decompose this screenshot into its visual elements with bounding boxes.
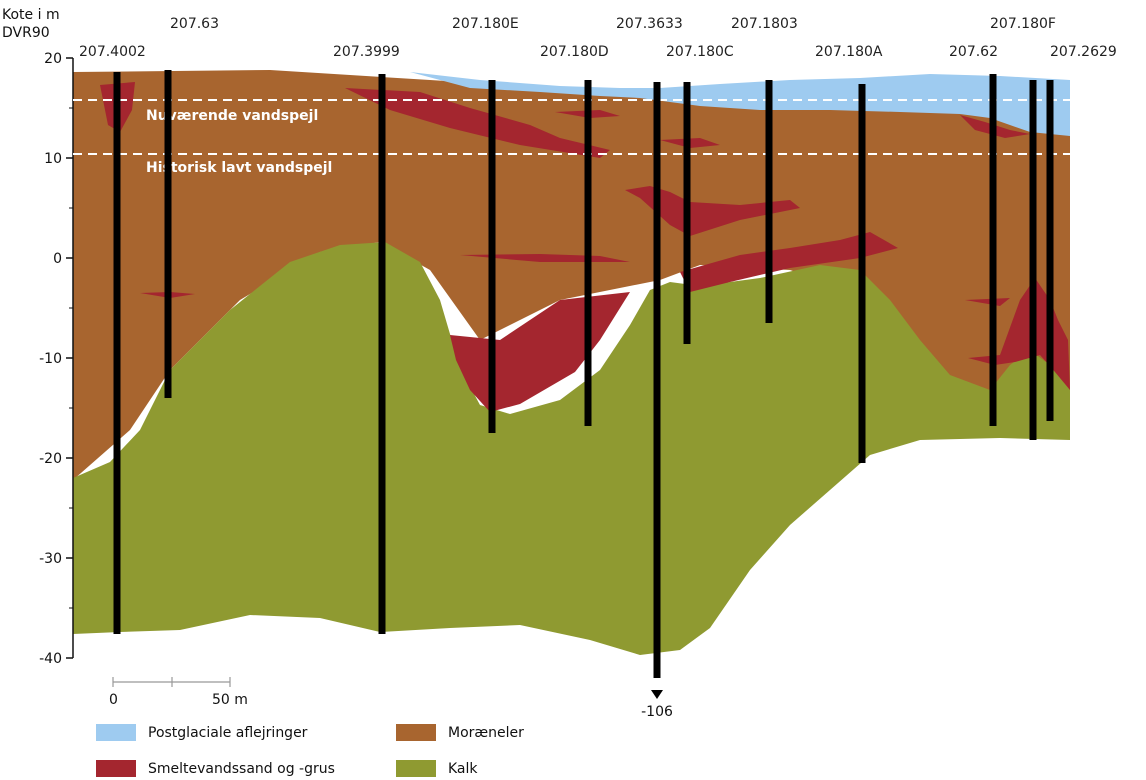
- borehole-label: 207.180F: [990, 16, 1056, 32]
- legend-swatch-postglacial: [96, 724, 136, 741]
- legend-item-meltwater: Smeltevandssand og -grus: [96, 760, 335, 777]
- legend-label: Smeltevandssand og -grus: [148, 760, 335, 777]
- borehole-labels: 207.4002 207.63 207.3999 207.180E 207.18…: [79, 16, 1117, 60]
- borehole-label: 207.63: [170, 16, 219, 32]
- borehole-label: 207.180C: [666, 44, 734, 60]
- chalk-layer: [73, 242, 1070, 655]
- scale-bar-end-label: 50 m: [212, 692, 248, 708]
- current-water-level-label: Nuværende vandspejl: [146, 108, 318, 124]
- axis-minor-ticks: [69, 107, 73, 609]
- legend-label: Moræneler: [448, 724, 524, 741]
- borehole-label: 207.4002: [79, 44, 146, 60]
- borehole-label: 207.62: [949, 44, 998, 60]
- legend-item-postglacial: Postglaciale aflejringer: [96, 724, 307, 741]
- scale-bar-start-label: 0: [109, 692, 118, 708]
- axis-tick-label: -20: [39, 451, 62, 467]
- axis-tick-label: 10: [44, 151, 62, 167]
- legend-swatch-moraine: [396, 724, 436, 741]
- legend-label: Kalk: [448, 760, 478, 777]
- legend-item-moraine: Moræneler: [396, 724, 524, 741]
- historic-water-level-label: Historisk lavt vandspejl: [146, 160, 332, 176]
- borehole-label: 207.2629: [1050, 44, 1117, 60]
- deep-borehole-depth-label: -106: [641, 704, 673, 720]
- borehole-label: 207.180E: [452, 16, 519, 32]
- postglacial-layer: [410, 72, 1070, 136]
- axis-tick-label: -40: [39, 651, 62, 667]
- borehole-label: 207.3633: [616, 16, 683, 32]
- borehole-label: 207.180D: [540, 44, 609, 60]
- axis-datum-label: DVR90: [2, 25, 50, 41]
- axis-ticks: 20 10 0 -10 -20 -30 -40: [39, 51, 73, 667]
- legend-swatch-meltwater: [96, 760, 136, 777]
- borehole-label: 207.3999: [333, 44, 400, 60]
- legend-label: Postglaciale aflejringer: [148, 724, 308, 741]
- borehole-label: 207.180A: [815, 44, 883, 60]
- axis-tick-label: 20: [44, 51, 62, 67]
- legend-item-chalk: Kalk: [396, 760, 478, 777]
- moraine-layer: [73, 70, 1070, 480]
- borehole-label: 207.1803: [731, 16, 798, 32]
- axis-tick-label: -30: [39, 551, 62, 567]
- deep-borehole-arrow: [651, 690, 663, 699]
- axis-tick-label: -10: [39, 351, 62, 367]
- legend: Postglaciale aflejringer Moræneler Smelt…: [96, 724, 616, 780]
- scale-bar: [112, 677, 231, 687]
- axis-unit-label: Kote i m: [2, 7, 60, 23]
- boreholes: [113, 70, 1054, 678]
- legend-swatch-chalk: [396, 760, 436, 777]
- axis-tick-label: 0: [53, 251, 62, 267]
